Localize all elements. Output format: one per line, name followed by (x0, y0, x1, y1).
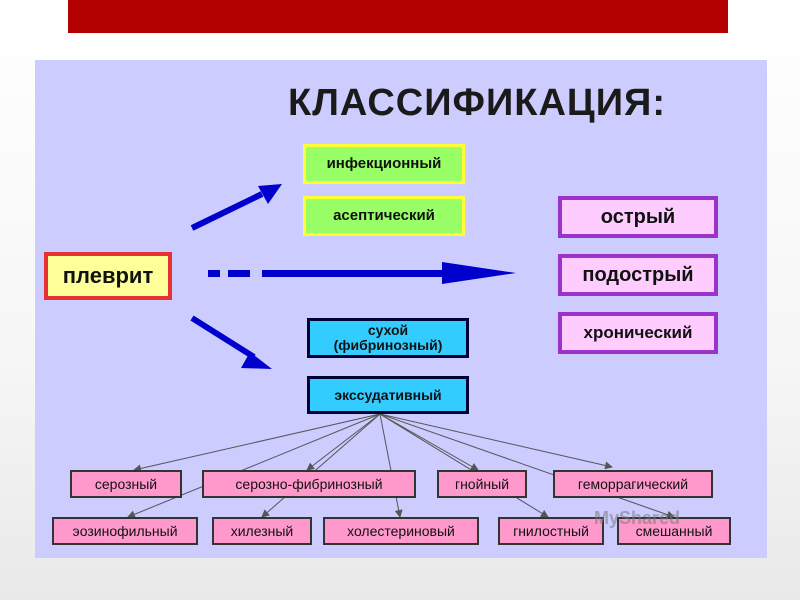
top-bar (68, 0, 728, 33)
node-putrid: гнилостный (498, 517, 604, 545)
arrow-right-dashed (208, 262, 516, 284)
node-serous: серозный (70, 470, 182, 498)
node-chronic: хронический (558, 312, 718, 354)
node-subacute: подострый (558, 254, 718, 296)
arrow-down-right (190, 315, 272, 369)
node-exudative: экссудативный (307, 376, 469, 414)
node-purulent: гнойный (437, 470, 527, 498)
node-infectious: инфекционный (303, 144, 465, 184)
watermark: MyShared (594, 508, 681, 528)
slide-title: КЛАССИФИКАЦИЯ: (288, 82, 666, 124)
exudative-connectors (127, 413, 675, 519)
node-chylous: хилезный (212, 517, 312, 545)
node-dry-fibrinous: сухой (фибринозный) (307, 318, 469, 358)
node-acute: острый (558, 196, 718, 238)
node-mixed: смешанный (617, 517, 731, 545)
root-node-pleurisy: плеврит (44, 252, 172, 300)
node-hemorrhagic: геморрагический (553, 470, 713, 498)
node-aseptic: асептический (303, 196, 465, 236)
node-eosinophilic: эозинофильный (52, 517, 198, 545)
node-serous-fibrinous: серозно-фибринозный (202, 470, 416, 498)
node-cholesterol: холестериновый (323, 517, 479, 545)
arrow-up-right (190, 184, 282, 231)
